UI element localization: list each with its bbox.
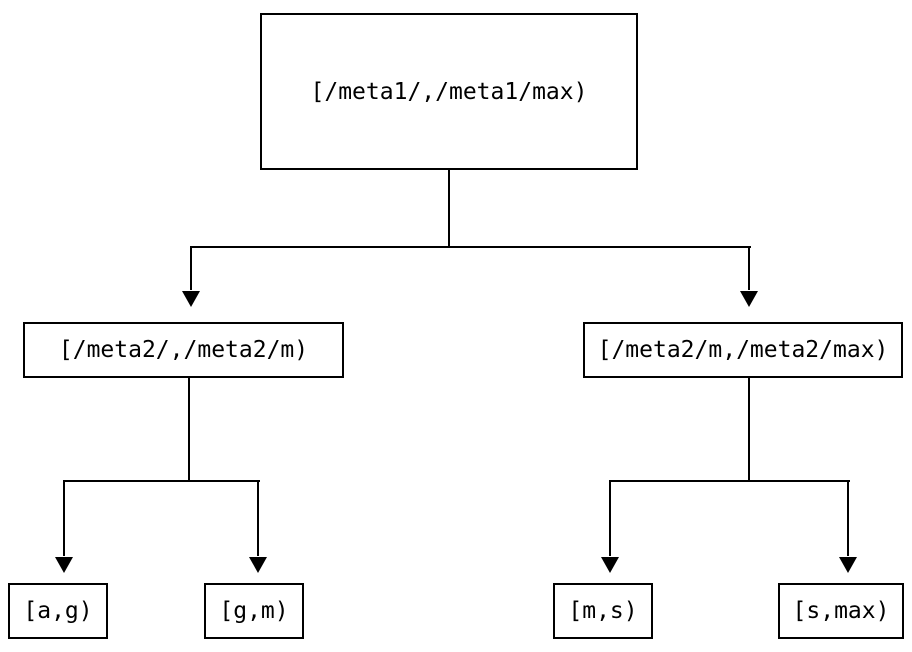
node-leaf-g-m: [g,m) xyxy=(204,583,304,639)
node-meta2-low-range: [/meta2/,/meta2/m) xyxy=(23,322,344,378)
arrowhead-to-leaf-a-g-icon xyxy=(55,557,73,573)
edge-to-leaf-g-m-line xyxy=(257,480,259,556)
edge-to-leaf-s-max-line xyxy=(847,480,849,556)
node-root-range: [/meta1/,/meta1/max) xyxy=(260,13,638,170)
arrowhead-to-leaf-g-m-icon xyxy=(249,557,267,573)
node-meta2-high-range: [/meta2/m,/meta2/max) xyxy=(583,322,903,378)
edge-to-leaf-a-g-line xyxy=(63,480,65,556)
edge-meta2-high-branch-bar-line xyxy=(609,480,850,482)
edge-meta2-high-stem-line xyxy=(748,378,750,482)
node-leaf-s-max: [s,max) xyxy=(778,583,904,639)
edge-root-stem-line xyxy=(448,170,450,248)
node-leaf-a-g: [a,g) xyxy=(8,583,108,639)
edge-root-to-meta2-high-line xyxy=(748,246,750,290)
edge-meta2-low-stem-line xyxy=(188,378,190,482)
edge-meta2-low-branch-bar-line xyxy=(63,480,260,482)
arrowhead-to-leaf-m-s-icon xyxy=(601,557,619,573)
arrowhead-to-meta2-low-icon xyxy=(182,291,200,307)
arrowhead-to-meta2-high-icon xyxy=(740,291,758,307)
edge-root-to-meta2-low-line xyxy=(190,246,192,290)
edge-root-branch-bar-line xyxy=(190,246,751,248)
edge-to-leaf-m-s-line xyxy=(609,480,611,556)
node-leaf-m-s: [m,s) xyxy=(553,583,653,639)
arrowhead-to-leaf-s-max-icon xyxy=(839,557,857,573)
